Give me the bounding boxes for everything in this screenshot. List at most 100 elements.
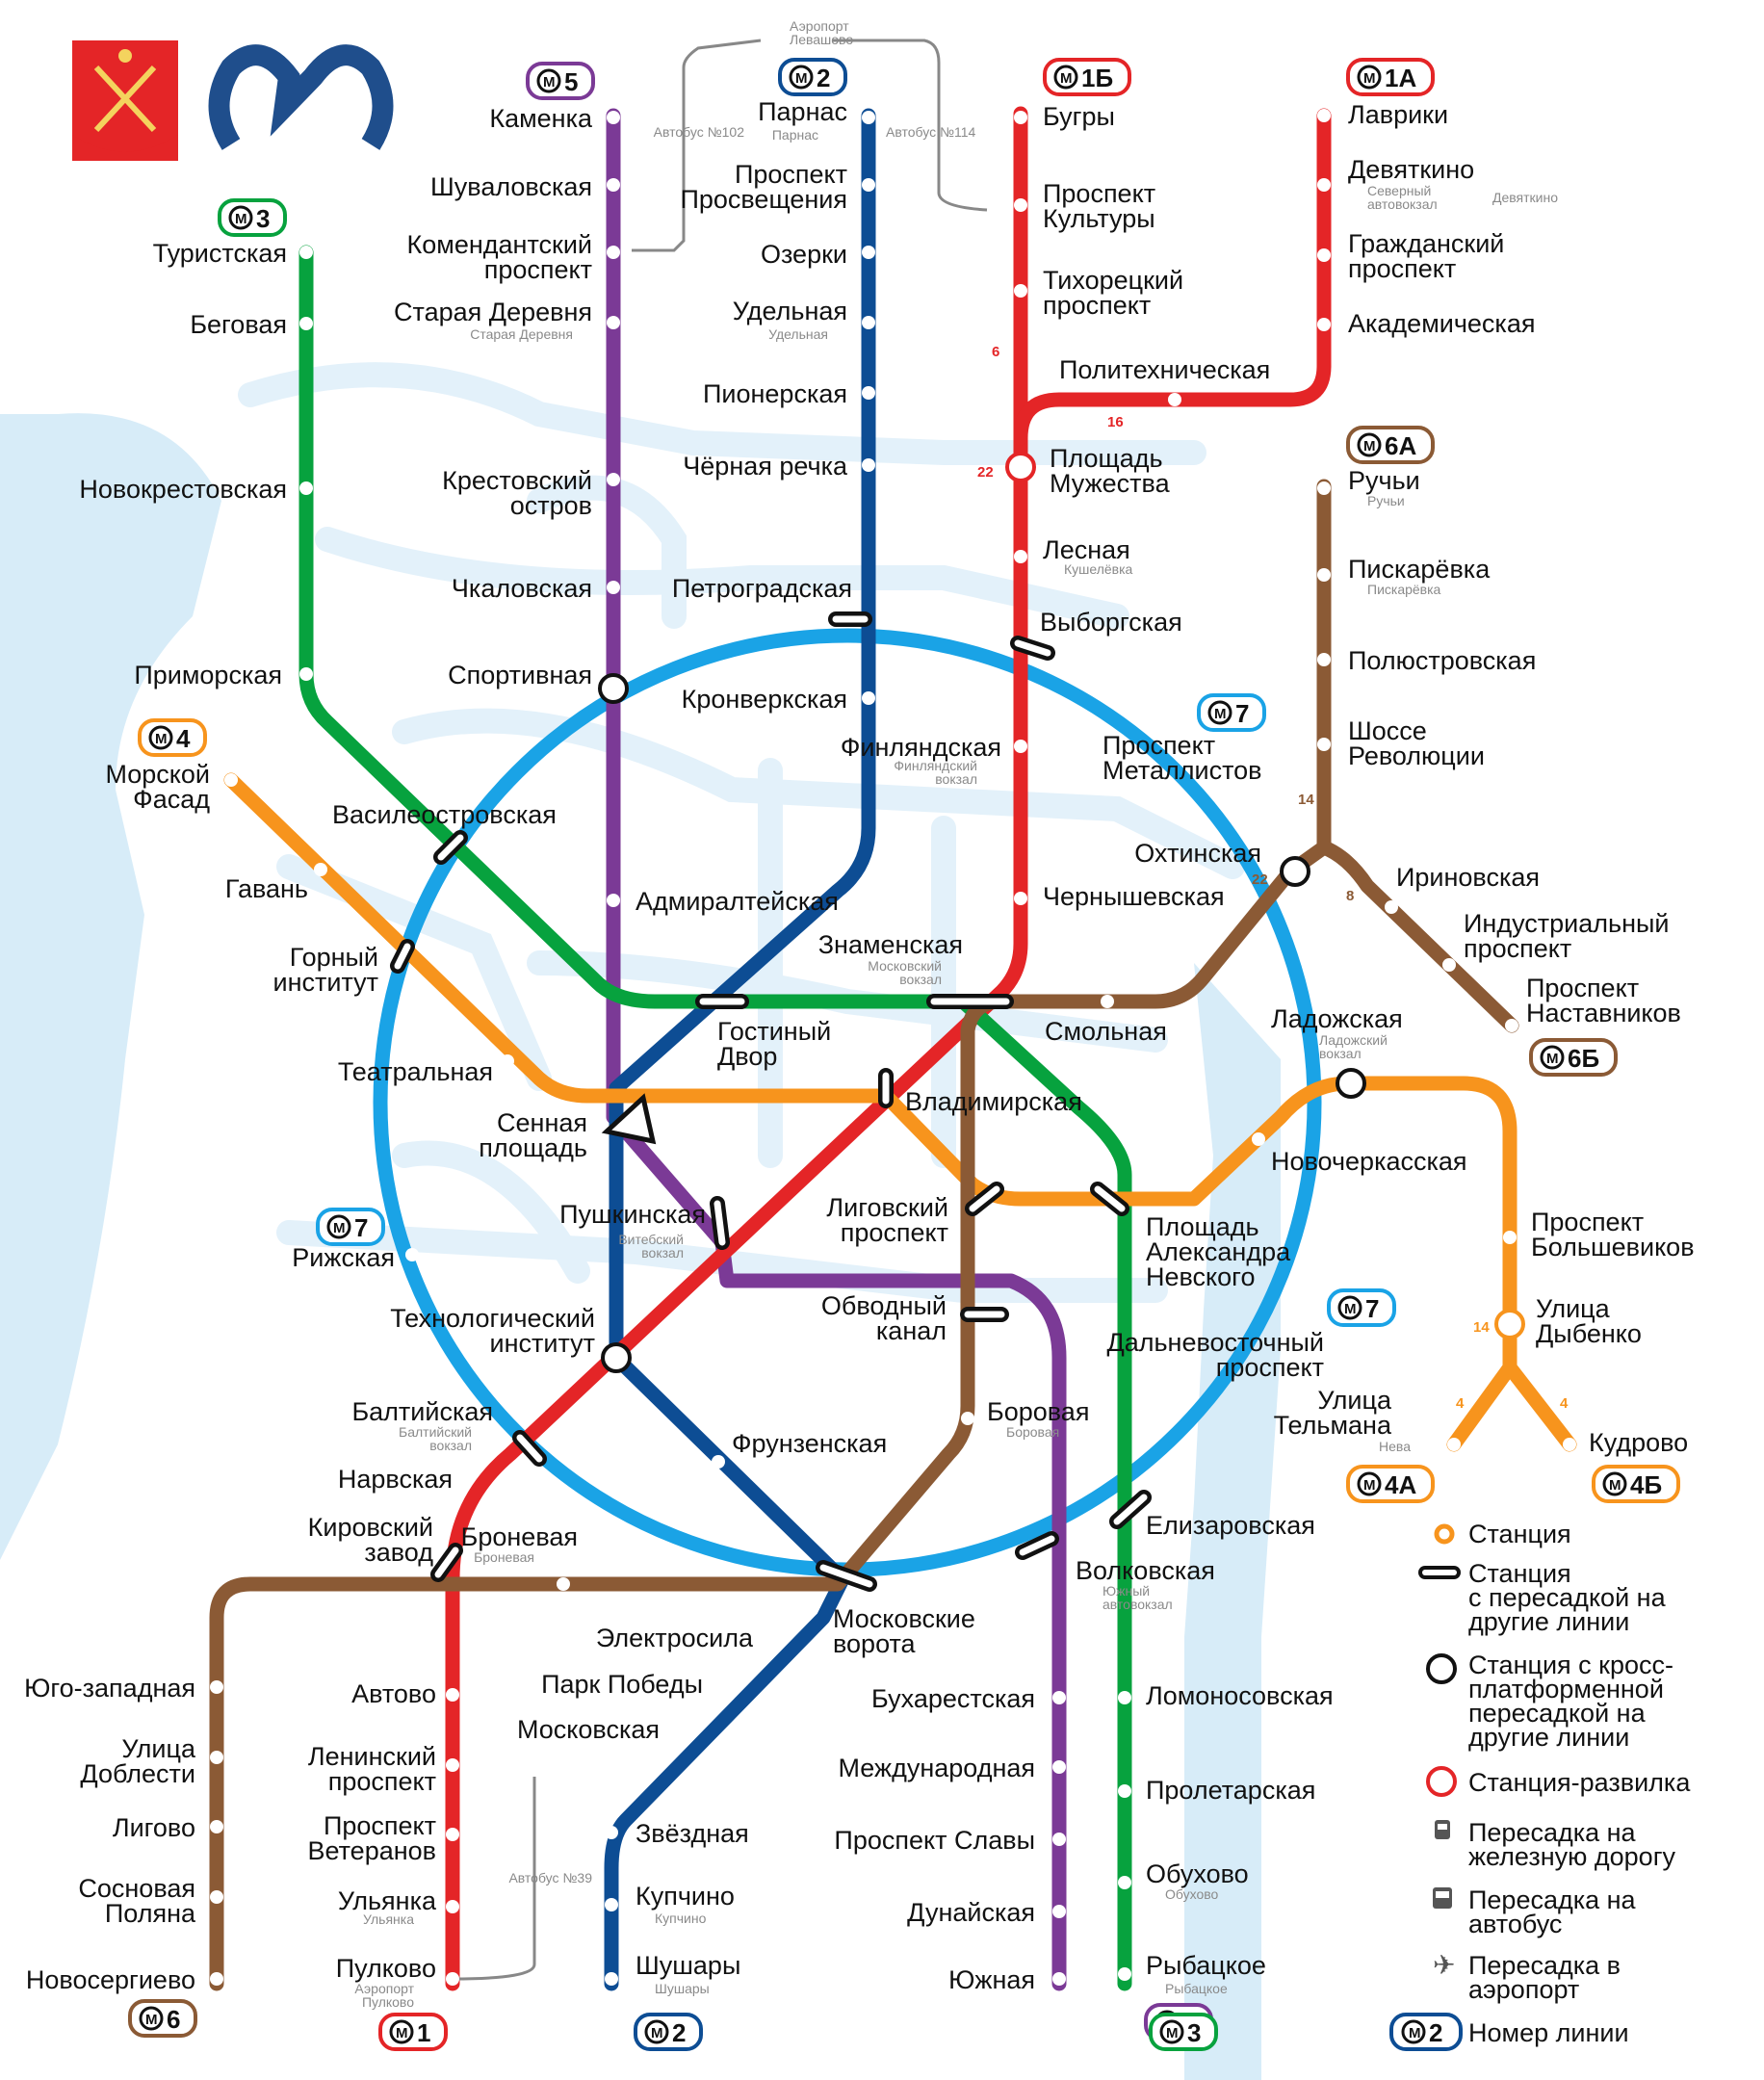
station-label-metallistov: Проспект (1102, 731, 1215, 760)
sublabel-severny-avto: автовокзал (1367, 196, 1438, 212)
station-dot (1317, 178, 1331, 192)
station-label-gostiny: Двор (717, 1042, 777, 1071)
line-badges: М5М2М1БМ1АМ3М4М6АМ6БМ7М7М7М4АМ4БМ6М5М1М2… (128, 58, 1680, 2051)
sublabel-baltiysky: вокзал (429, 1438, 472, 1453)
station-label-dybenko: Улица (1536, 1294, 1611, 1323)
station-dot (446, 1758, 459, 1772)
station-label-pionerskaya: Пионерская (703, 379, 847, 408)
station-label-novocherkasskaya: Новочеркасская (1271, 1147, 1467, 1176)
legend-fork: Станция-развилка (1468, 1768, 1691, 1797)
interchange-circle (601, 1342, 632, 1373)
interchange-circle (1336, 1068, 1366, 1099)
station-label-krestovskiy: остров (510, 491, 592, 520)
station-label-vladimirskaya: Владимирская (905, 1087, 1082, 1116)
transfer-connector-inner (516, 1434, 543, 1463)
station-label-akademicheskaya: Академическая (1348, 309, 1535, 338)
station-label-polyustrovskaya: Полюстровская (1348, 646, 1536, 675)
sublabel-bus102: Автобус №102 (654, 124, 745, 140)
bus-102-connector (632, 39, 762, 252)
sublabel-moskovsky: Московский (868, 958, 942, 974)
station-dot (1014, 740, 1027, 753)
sublabel-vitebsky: Витебский (618, 1232, 684, 1247)
station-dot (1503, 1231, 1517, 1244)
line-6-path (209, 479, 1332, 1991)
station-label-ploschad-muzhestva: Площадь (1050, 444, 1163, 473)
sublabel-ladozhsky: вокзал (1319, 1046, 1362, 1061)
station-dot (446, 1828, 459, 1841)
station-dot (1563, 1438, 1576, 1451)
legend-airport-1: Пересадка в (1468, 1951, 1621, 1980)
station-dot (405, 1248, 419, 1261)
interchange-circle (1280, 856, 1310, 887)
sublabel-bus39: Автобус №39 (508, 1870, 592, 1885)
station-dot (862, 178, 875, 192)
station-label-shushary: Шушары (636, 1951, 740, 1980)
svg-text:М: М (1609, 1477, 1621, 1494)
station-dot (605, 1898, 618, 1911)
station-dot (210, 1751, 223, 1764)
line-6-branch (1316, 840, 1519, 1033)
station-dot (1014, 198, 1027, 212)
station-label-bolshevikov: Большевиков (1531, 1233, 1695, 1261)
station-label-tekhnologicheskiy: институт (490, 1329, 595, 1358)
line-badge-number: 7 (1235, 699, 1249, 728)
station-label-grazhdanskiy: Гражданский (1348, 229, 1504, 258)
station-dot (607, 178, 620, 192)
station-dot (210, 1680, 223, 1694)
sublabel-broneva: Броневая (474, 1549, 534, 1565)
station-dot (210, 1972, 223, 1986)
station-dot (605, 1972, 618, 1986)
svg-text:М: М (543, 74, 556, 91)
station-label-gavan: Гавань (225, 874, 308, 903)
station-dot (1014, 550, 1027, 563)
branch-number: 14 (1298, 792, 1314, 808)
station-label-moskovskie-vorota: Московские (833, 1604, 975, 1633)
station-label-leninskiy: проспект (328, 1767, 436, 1796)
station-label-obvodny: канал (876, 1316, 947, 1345)
station-label-chkalovskaya: Чкаловская (452, 574, 592, 603)
station-label-ulyanka: Ульянка (338, 1886, 437, 1915)
station-label-metallistov: Металлистов (1102, 756, 1262, 785)
station-label-dunayskaya: Дунайская (907, 1898, 1035, 1927)
station-label-shuvalovskaya: Шуваловская (430, 172, 592, 201)
station-label-finlyandskaya: Финляндская (841, 733, 1001, 762)
station-dot (299, 667, 313, 681)
legend-line-number: Номер линии (1468, 2018, 1629, 2047)
legend-airport-2: аэропорт (1468, 1975, 1579, 2004)
station-label-narvskaya: Нарвская (338, 1465, 453, 1494)
transfer-connector-inner (437, 834, 464, 861)
station-label-ploschad-muzhestva: Мужества (1050, 469, 1171, 498)
station-dot (605, 1826, 618, 1839)
station-label-piskarevka: Пискарёвка (1348, 555, 1491, 584)
station-label-veteranov: Ветеранов (307, 1836, 436, 1865)
svg-text:М: М (1363, 438, 1376, 455)
svg-text:М: М (1409, 2025, 1421, 2041)
station-dot (224, 773, 238, 787)
station-label-begovaya: Беговая (190, 310, 287, 339)
sublabel-airport-levashovo: Левашово (790, 32, 853, 47)
station-dot (1014, 892, 1027, 905)
station-label-ligovo: Лигово (113, 1813, 195, 1842)
station-dot (862, 246, 875, 259)
branch-number: 22 (977, 464, 994, 481)
station-label-kamenka: Каменка (489, 104, 593, 133)
station-dot (607, 246, 620, 259)
station-label-petrogradskaya: Петроградская (672, 574, 852, 603)
station-label-tikhoretskiy: проспект (1043, 291, 1151, 320)
station-label-park-pobedy: Парк Победы (541, 1670, 703, 1699)
station-dot (652, 1755, 665, 1769)
branch-number: 16 (1107, 414, 1124, 430)
sublabel-moskovsky: вокзал (899, 972, 942, 987)
station-label-volkovskaya: Волковская (1076, 1556, 1215, 1585)
station-label-kudrovo: Кудрово (1589, 1428, 1688, 1457)
station-label-tekhnologicheskiy: Технологический (390, 1304, 595, 1333)
station-dot (1014, 111, 1027, 124)
line-badge-number: 1 (417, 2018, 430, 2047)
station-dot (1442, 958, 1456, 972)
station-label-pushkinskaya: Пушкинская (559, 1200, 706, 1229)
station-label-sportivnaya: Спортивная (448, 661, 592, 689)
